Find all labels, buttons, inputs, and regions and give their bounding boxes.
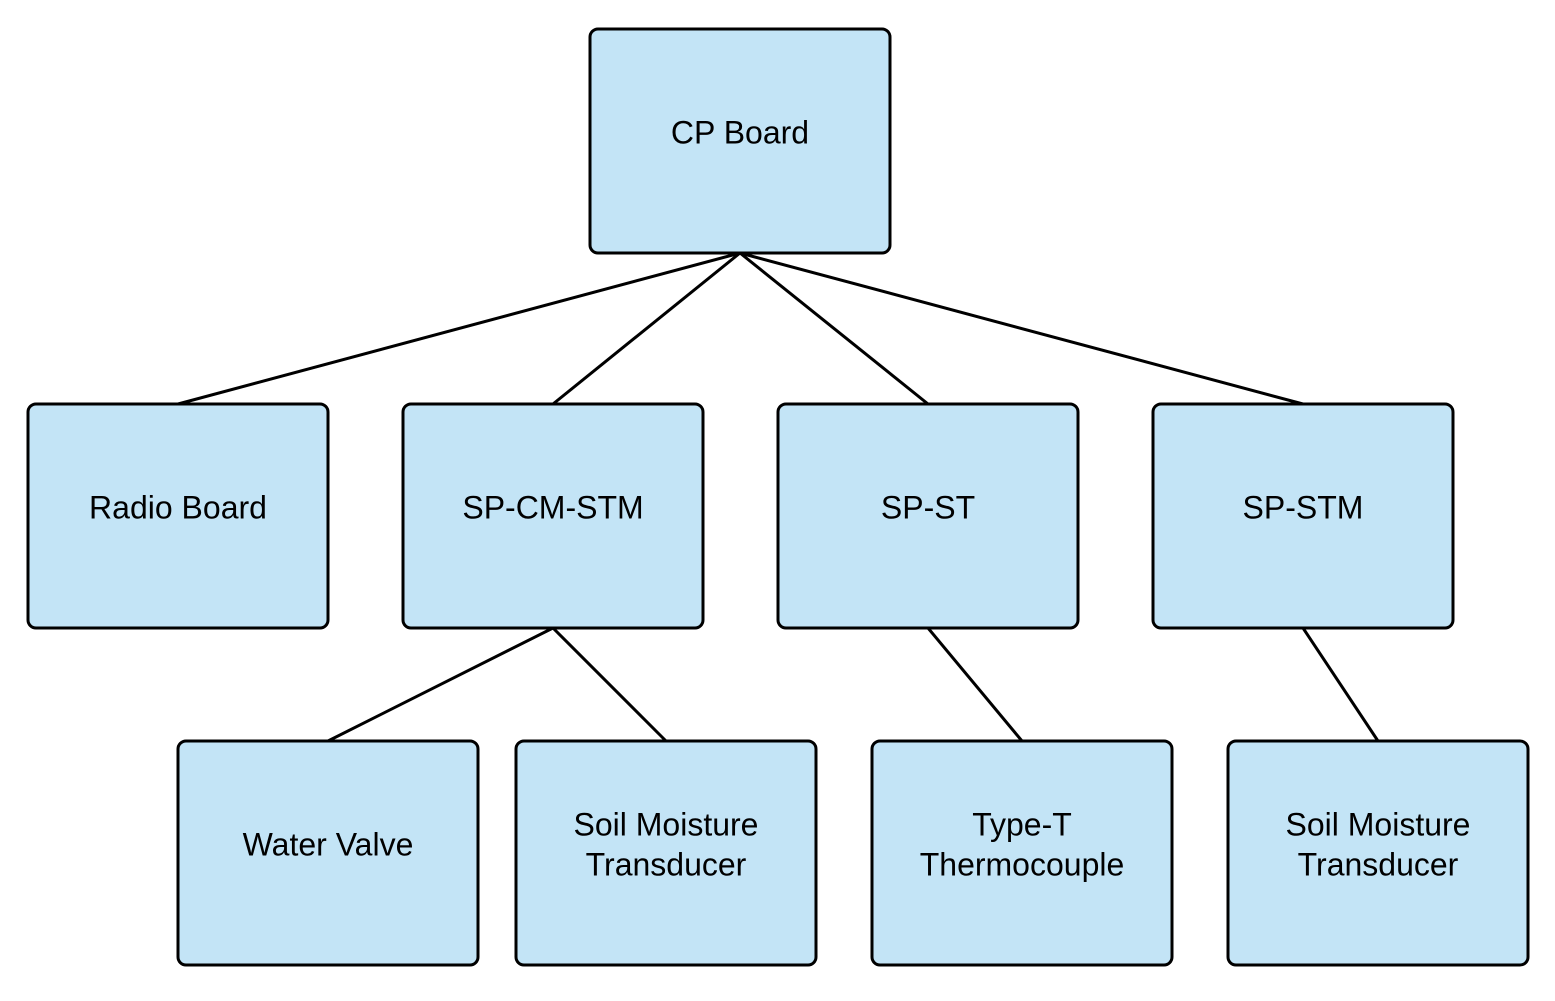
node-label: SP-ST xyxy=(881,489,975,525)
node-label: Type-T xyxy=(972,806,1072,842)
node-box xyxy=(588,27,892,255)
connector-cp-board-to-sp-cm-stm xyxy=(552,251,741,406)
node-box xyxy=(870,739,1174,967)
connector-sp-cm-stm-to-soil-moisture-transducer-1 xyxy=(551,626,668,743)
node-label: CP Board xyxy=(671,114,809,150)
node-cp-board: CP Board xyxy=(588,27,892,255)
node-label: SP-STM xyxy=(1243,489,1364,525)
connector-sp-cm-stm-to-water-valve xyxy=(327,626,554,743)
node-label: Water Valve xyxy=(243,826,414,862)
node-label: SP-CM-STM xyxy=(462,489,643,525)
node-radio-board: Radio Board xyxy=(26,402,330,630)
node-label: Radio Board xyxy=(89,489,267,525)
node-box xyxy=(1226,739,1530,967)
node-label: Thermocouple xyxy=(920,846,1125,882)
node-box xyxy=(1151,402,1455,630)
node-box xyxy=(176,739,480,967)
node-sp-cm-stm: SP-CM-STM xyxy=(401,402,705,630)
node-box xyxy=(514,739,818,967)
connector-lines xyxy=(177,251,1380,743)
node-sp-st: SP-ST xyxy=(776,402,1080,630)
node-box xyxy=(401,402,705,630)
node-sp-stm: SP-STM xyxy=(1151,402,1455,630)
node-water-valve: Water Valve xyxy=(176,739,480,967)
node-label: Soil Moisture xyxy=(1286,806,1471,842)
node-box xyxy=(776,402,1080,630)
node-label: Soil Moisture xyxy=(574,806,759,842)
connector-cp-board-to-sp-stm xyxy=(739,251,1304,406)
connector-sp-st-to-type-t-thermocouple xyxy=(926,627,1024,742)
node-label: Transducer xyxy=(1298,846,1459,882)
node-box xyxy=(26,402,330,630)
connector-cp-board-to-sp-st xyxy=(739,251,929,406)
node-label: Transducer xyxy=(586,846,747,882)
connector-cp-board-to-radio-board xyxy=(177,251,741,406)
node-type-t-thermocouple: Type-T Thermocouple xyxy=(870,739,1174,967)
connector-sp-stm-to-soil-moisture-transducer-2 xyxy=(1301,627,1380,742)
